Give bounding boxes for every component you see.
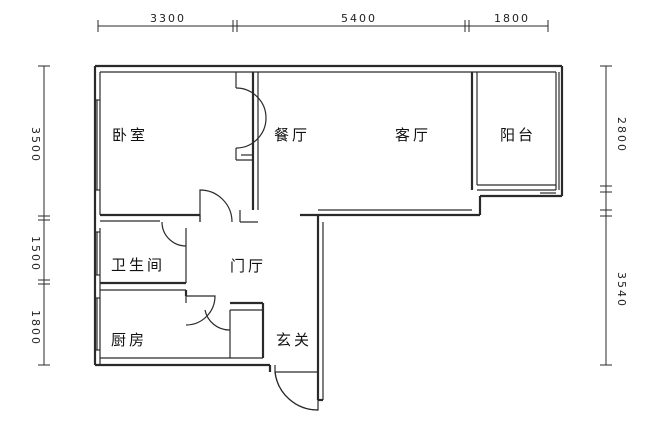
right-dimension-line xyxy=(600,65,612,366)
dim-top-2: 5400 xyxy=(341,12,377,25)
room-label-living: 客厅 xyxy=(395,126,431,144)
room-label-balcony: 阳台 xyxy=(500,126,536,144)
doors xyxy=(161,87,319,411)
dim-top-3: 1800 xyxy=(494,12,530,25)
windows xyxy=(95,72,560,351)
dim-right-1: 2800 xyxy=(615,117,628,153)
room-label-hall: 门厅 xyxy=(230,257,266,275)
left-dimension-line xyxy=(38,65,50,366)
dim-left-2: 1500 xyxy=(29,236,42,272)
dim-top-1: 3300 xyxy=(150,12,186,25)
dim-left-1: 3500 xyxy=(29,127,42,163)
top-dimension-line xyxy=(97,20,549,32)
exterior-walls xyxy=(93,64,564,402)
room-label-bathroom: 卫生间 xyxy=(111,256,165,274)
interior-walls xyxy=(99,72,556,365)
room-label-entrance: 玄关 xyxy=(276,331,312,349)
dim-right-2: 3540 xyxy=(615,272,628,308)
room-label-kitchen: 厨房 xyxy=(111,331,147,349)
room-label-bedroom: 卧室 xyxy=(112,126,148,144)
room-label-dining: 餐厅 xyxy=(274,126,310,144)
dim-left-3: 1800 xyxy=(29,310,42,346)
